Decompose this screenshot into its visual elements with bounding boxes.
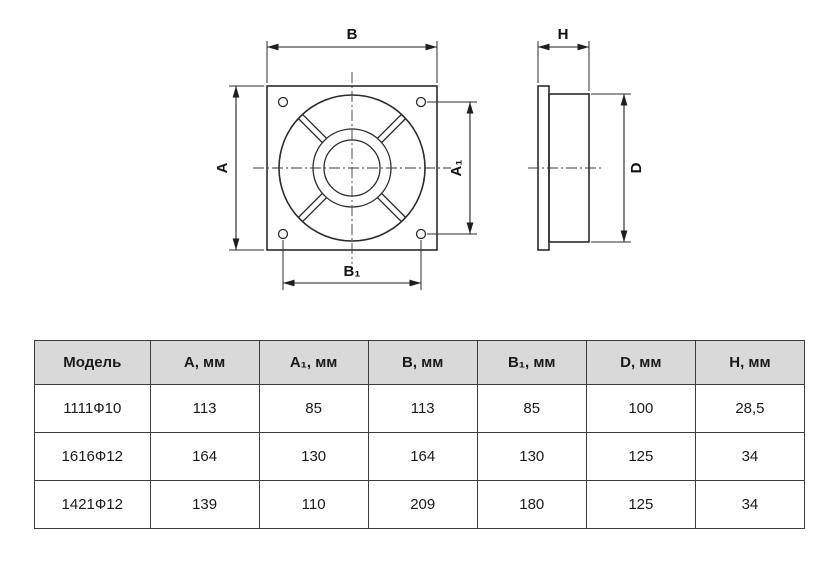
front-view (253, 72, 451, 264)
dim-label-B1: B₁ (343, 263, 360, 280)
col-header-d: D, мм (585, 340, 696, 385)
value-cell: 164 (367, 432, 478, 481)
table-row: 1616Ф12 164 130 164 130 125 34 (34, 432, 806, 481)
dim-label-B: B (347, 26, 358, 43)
value-cell: 125 (585, 432, 696, 481)
col-header-b: B, мм (367, 340, 478, 385)
value-cell: 34 (694, 432, 806, 481)
col-header-b1: B₁, мм (476, 340, 587, 385)
value-cell: 113 (367, 384, 478, 433)
dimensions-table: Модель A, мм A₁, мм B, мм B₁, мм D, мм H… (34, 340, 806, 529)
value-cell: 100 (585, 384, 696, 433)
col-header-h: H, мм (694, 340, 806, 385)
col-header-a: A, мм (149, 340, 260, 385)
dim-label-D: D (628, 162, 645, 173)
table-row: 1421Ф12 139 110 209 180 125 34 (34, 480, 806, 529)
model-cell: 1616Ф12 (34, 432, 151, 481)
dim-label-A: A (214, 162, 231, 173)
value-cell: 85 (258, 384, 369, 433)
model-cell: 1421Ф12 (34, 480, 151, 529)
dimension-B1: B₁ (282, 240, 422, 290)
value-cell: 113 (149, 384, 260, 433)
value-cell: 85 (476, 384, 587, 433)
value-cell: 209 (367, 480, 478, 529)
value-cell: 125 (585, 480, 696, 529)
grille-spokes (297, 113, 407, 223)
dimension-D: D (591, 93, 645, 243)
value-cell: 164 (149, 432, 260, 481)
value-cell: 110 (258, 480, 369, 529)
model-cell: 1111Ф10 (34, 384, 151, 433)
col-header-model: Модель (34, 340, 151, 385)
value-cell: 180 (476, 480, 587, 529)
dimension-A: A (214, 85, 264, 251)
value-cell: 139 (149, 480, 260, 529)
table-row: 1111Ф10 113 85 113 85 100 28,5 (34, 384, 806, 433)
mounting-holes (277, 96, 427, 240)
dimension-H: H (537, 26, 590, 91)
dim-label-H: H (558, 26, 569, 43)
value-cell: 130 (476, 432, 587, 481)
value-cell: 28,5 (694, 384, 806, 433)
col-header-a1: A₁, мм (258, 340, 369, 385)
technical-drawing: B A A₁ B₁ (214, 26, 645, 290)
side-view (528, 85, 604, 251)
value-cell: 130 (258, 432, 369, 481)
dim-label-A1: A₁ (448, 159, 465, 176)
dimension-A1: A₁ (427, 101, 477, 235)
dimension-B: B (266, 26, 438, 83)
table-header-row: Модель A, мм A₁, мм B, мм B₁, мм D, мм H… (34, 340, 806, 385)
value-cell: 34 (694, 480, 806, 529)
